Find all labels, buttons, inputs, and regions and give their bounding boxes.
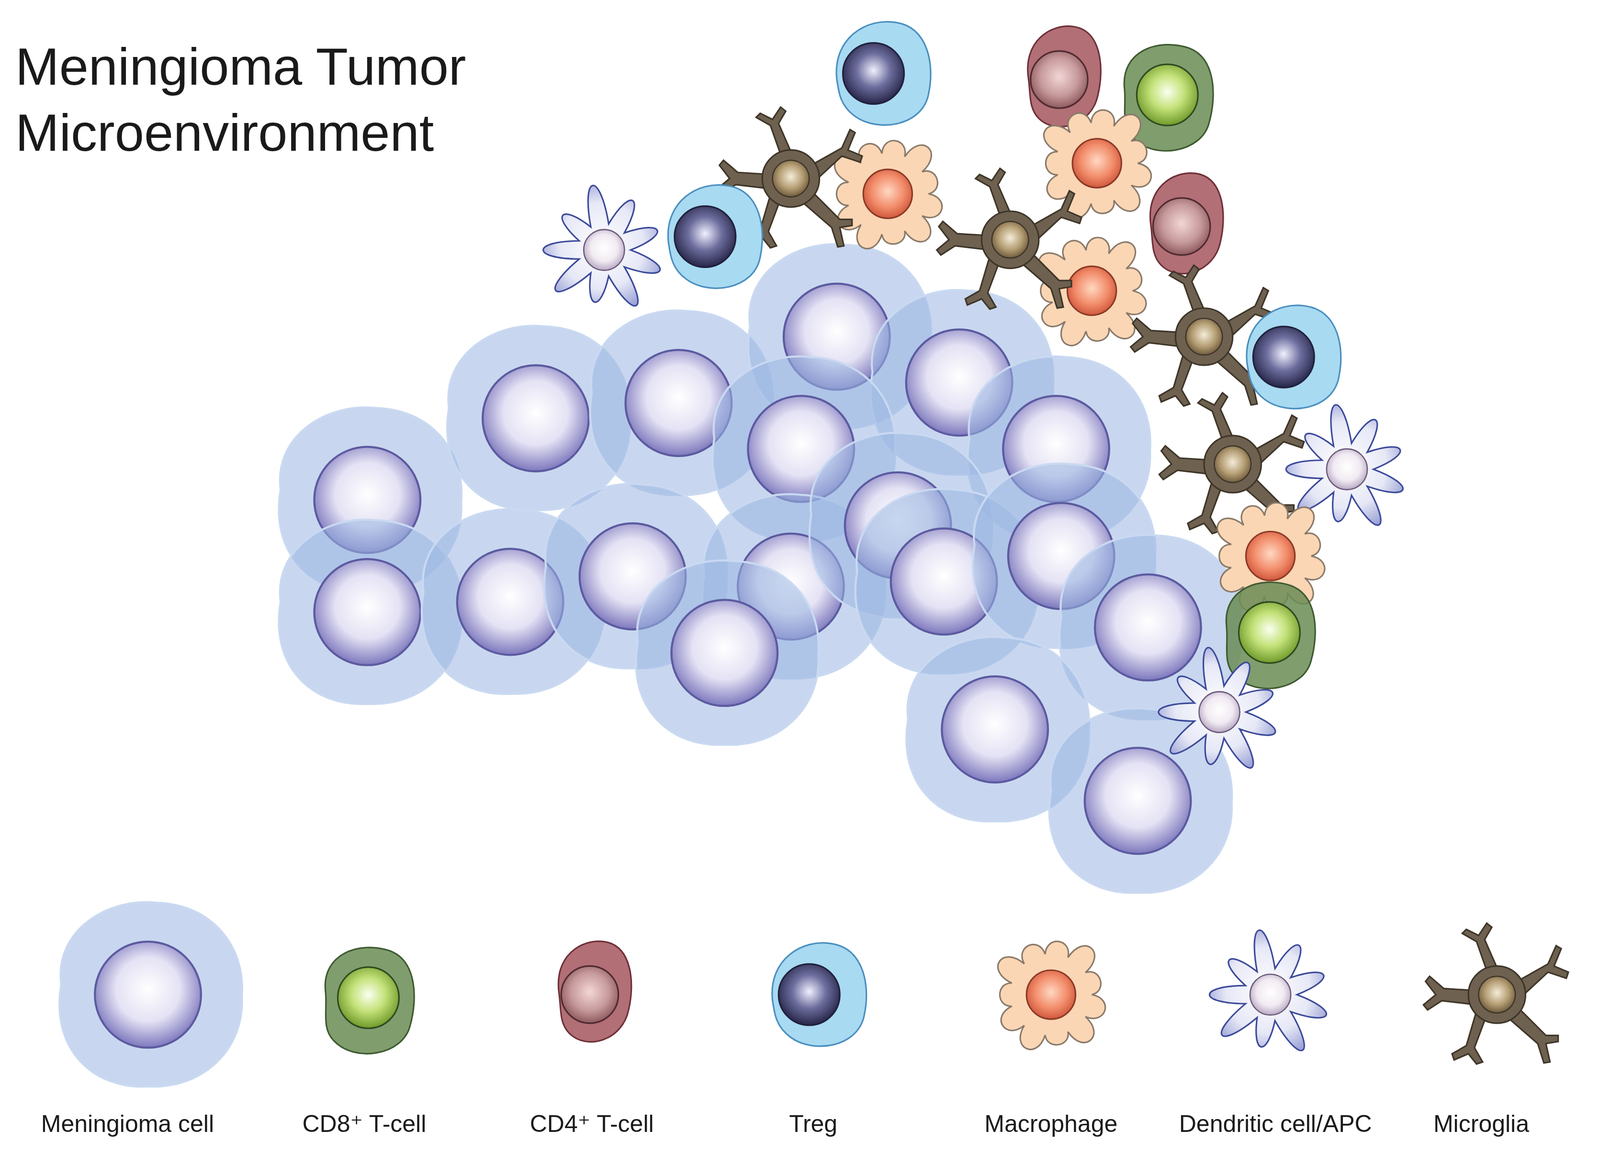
immune-infiltrate (543, 21, 1404, 768)
legend-icons (59, 902, 1569, 1087)
legend-label: Dendritic cell/APC (1160, 1110, 1391, 1139)
legend-label: CD8⁺ T-cell (249, 1110, 480, 1139)
legend-label: Microglia (1366, 1110, 1597, 1139)
legend-label: Treg (698, 1110, 929, 1139)
legend-label: CD4⁺ T-cell (476, 1110, 707, 1139)
legend-label: Meningioma cell (12, 1110, 243, 1139)
diagram-title: Meningioma Tumor Microenvironment (15, 33, 533, 166)
legend-label: Macrophage (935, 1110, 1166, 1139)
